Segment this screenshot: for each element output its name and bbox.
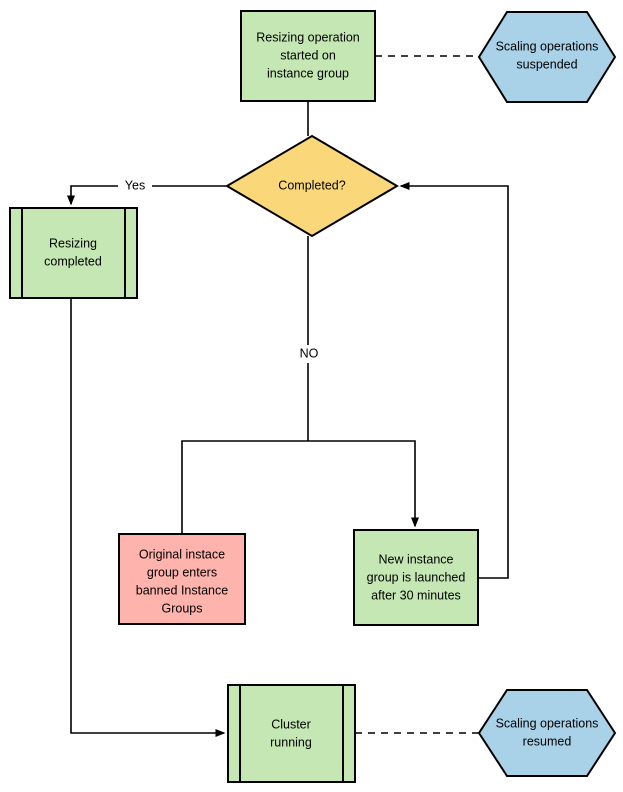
node-original-banned-line-4: Groups <box>162 601 203 615</box>
node-new-instance-group-line-2: group is launched <box>367 570 466 584</box>
node-scaling-suspended[interactable]: Scaling operations suspended <box>477 11 617 103</box>
edge-label-no: NO <box>300 346 319 360</box>
edge-decision-yes: Yes <box>67 176 227 206</box>
node-cluster-running-line-2: running <box>270 735 312 749</box>
node-new-instance-group-line-1: New instance <box>378 552 453 566</box>
node-completed-decision-label: Completed? <box>278 178 345 192</box>
node-resizing-started-line-3: instance group <box>267 66 349 80</box>
edge-label-yes: Yes <box>125 178 145 192</box>
node-scaling-suspended-line-2: suspended <box>516 57 577 71</box>
node-scaling-resumed-line-1: Scaling operations <box>496 716 599 730</box>
node-resizing-started[interactable]: Resizing operation started on instance g… <box>240 10 376 102</box>
node-original-banned-line-1: Original instace <box>139 547 225 561</box>
node-resizing-completed[interactable]: Resizing completed <box>9 207 138 299</box>
node-completed-decision[interactable]: Completed? <box>225 134 399 238</box>
node-resizing-started-line-2: started on <box>280 48 336 62</box>
edge-new-group-retry <box>399 182 509 579</box>
node-scaling-resumed[interactable]: Scaling operations resumed <box>477 689 617 777</box>
node-cluster-running-line-1: Cluster <box>271 717 311 731</box>
edge-decision-no: NO <box>293 236 325 441</box>
edge-no-to-banned <box>178 440 308 559</box>
node-scaling-resumed-line-2: resumed <box>523 734 572 748</box>
edge-resizing-to-cluster <box>70 298 226 737</box>
node-new-instance-group-line-3: after 30 minutes <box>371 588 461 602</box>
node-cluster-running[interactable]: Cluster running <box>227 684 356 783</box>
node-new-instance-group[interactable]: New instance group is launched after 30 … <box>353 529 479 626</box>
node-resizing-completed-line-2: completed <box>44 254 102 268</box>
node-resizing-completed-line-1: Resizing <box>49 236 97 250</box>
node-original-banned-line-3: banned Instance <box>136 583 228 597</box>
node-original-banned[interactable]: Original instace group enters banned Ins… <box>118 533 246 625</box>
node-resizing-started-line-1: Resizing operation <box>256 30 360 44</box>
node-scaling-suspended-line-1: Scaling operations <box>496 39 599 53</box>
edge-no-to-new-group <box>308 440 419 528</box>
node-original-banned-line-2: group enters <box>147 565 217 579</box>
